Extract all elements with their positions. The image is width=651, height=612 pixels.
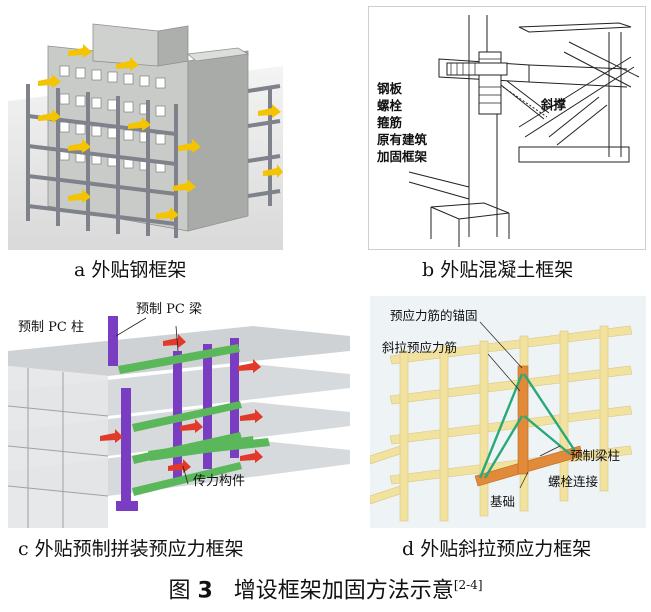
diagonal-tendons: [478, 373, 577, 479]
foundation-beam: [474, 445, 583, 487]
load-arrows-red: [100, 334, 263, 473]
label-pc-beam: 预制 PC 梁: [136, 302, 202, 317]
figure-prefix: 图: [168, 578, 191, 604]
label-force-transfer-member: 传力构件: [193, 474, 246, 489]
panel-d-diagonal-frame: 预应力筋的锚固 斜拉预应力筋 预制梁柱 螺栓连接 基础: [370, 296, 646, 528]
steel-frame-illustration: [8, 6, 283, 250]
panel-a-steel-frame: [8, 6, 283, 250]
label-pc-column: 预制 PC 柱: [18, 320, 84, 335]
label-diagonal-tendon: 斜拉预应力筋: [382, 340, 458, 355]
label-foundation: 基础: [490, 494, 516, 509]
load-arrows: [38, 44, 283, 221]
panel-b-concrete-frame: 钢板 螺栓 箍筋 原有建筑 加固框架 斜撑: [368, 6, 646, 250]
label-bolt-connection: 螺栓连接: [548, 474, 599, 489]
figure-title: 增设框架加固方法示意: [233, 578, 454, 604]
concrete-frame-sketch: [369, 7, 645, 249]
diagonal-brace: [500, 80, 550, 120]
building-windows: [59, 65, 166, 173]
figure-number: 3: [197, 578, 213, 604]
panel-c-prefab-frame: 预制 PC 柱 预制 PC 梁 传力构件: [8, 296, 350, 528]
figure-caption: 图 3 增设框架加固方法示意[2-4]: [0, 570, 651, 606]
panel-b-caption: b 外贴混凝土框架: [422, 259, 574, 281]
label-existing-building: 原有建筑: [377, 132, 428, 147]
panel-d-caption: d 外贴斜拉预应力框架: [402, 538, 592, 560]
building-side: [187, 50, 249, 232]
figure-reference: [2-4]: [453, 578, 483, 592]
label-reinforcing-frame: 加固框架: [377, 149, 428, 164]
lower-beam: [518, 146, 630, 163]
label-stirrup: 箍筋: [377, 115, 403, 130]
label-prefab-beam-column: 预制梁柱: [570, 448, 621, 463]
diagonal-frame-illustration: [370, 296, 646, 528]
label-bolt: 螺栓: [377, 98, 403, 113]
label-steel-plate: 钢板: [377, 81, 403, 96]
panel-a-caption: a 外贴钢框架: [74, 259, 187, 281]
panel-c-caption: c 外贴预制拼装预应力框架: [18, 538, 244, 560]
label-brace: 斜撑: [541, 97, 567, 112]
label-tendon-anchor: 预应力筋的锚固: [390, 308, 478, 323]
prefab-frame-illustration: [8, 296, 350, 528]
